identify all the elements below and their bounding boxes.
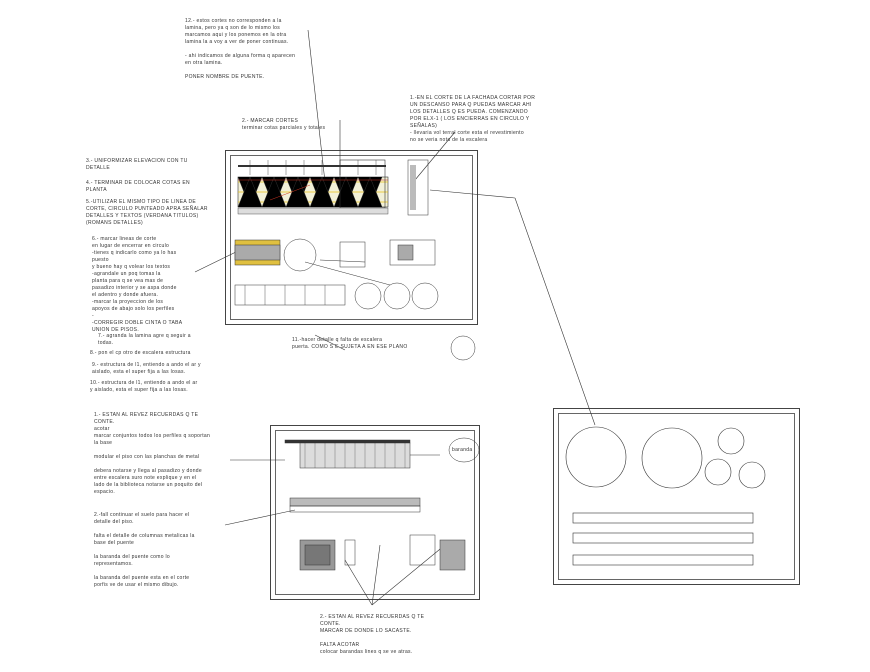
sheet-elevation xyxy=(225,150,478,325)
note-12: 12.- estos cortes no corresponden a la l… xyxy=(185,18,296,80)
detail-row xyxy=(234,238,436,286)
circles-sheet xyxy=(565,426,766,566)
note-2-bridge: 2.-fall continuar el suelo para hacer el… xyxy=(94,512,195,588)
note-1-bridge: 1.- ESTAN AL REVEZ RECUERDAS Q TE CONTE.… xyxy=(94,412,211,495)
note-1-fachada: 1.-EN EL CORTE DE LA FACHADA CORTAR POR … xyxy=(410,95,536,143)
leader-lines xyxy=(194,29,596,606)
note-7: 7.- agranda la lamina agre q seguir a to… xyxy=(98,333,191,346)
note-9: 9.- estructura de l1, entiendo a ando el… xyxy=(92,362,201,375)
note-5: 5.-UTILIZAR EL MISMO TIPO DE LINEA DE CO… xyxy=(86,199,208,226)
note-3: 3.- UNIFORMIZAR ELEVACION CON TU DETALLE xyxy=(86,158,188,171)
note-10: 10.- estructura de l1, entiendo a ando e… xyxy=(90,380,198,393)
note-4: 4.- TERMINAR DE COLOCAR COTAS EN PLANTA xyxy=(86,180,190,193)
note-6: 6.- marcar lineas de corte en lugar de e… xyxy=(92,236,183,333)
bridge-section xyxy=(284,437,480,571)
sheet-bridge-details xyxy=(270,425,480,600)
note-8: 8.- pon el cp otro de escalera estructur… xyxy=(90,350,191,356)
note-11: 11.-hacer detalle q falta de escalera pu… xyxy=(292,337,408,350)
sheet-circles xyxy=(553,408,800,585)
label-baranda: baranda xyxy=(452,447,473,453)
elevation-drawing xyxy=(237,159,429,216)
note-2-marcar-cortes: 2.- MARCAR CORTES terminar cotas parcial… xyxy=(242,118,326,131)
plan-row xyxy=(234,282,476,361)
note-2-bottom: 2.- ESTAN AL REVEZ RECUERDAS Q TE CONTE.… xyxy=(320,614,425,655)
